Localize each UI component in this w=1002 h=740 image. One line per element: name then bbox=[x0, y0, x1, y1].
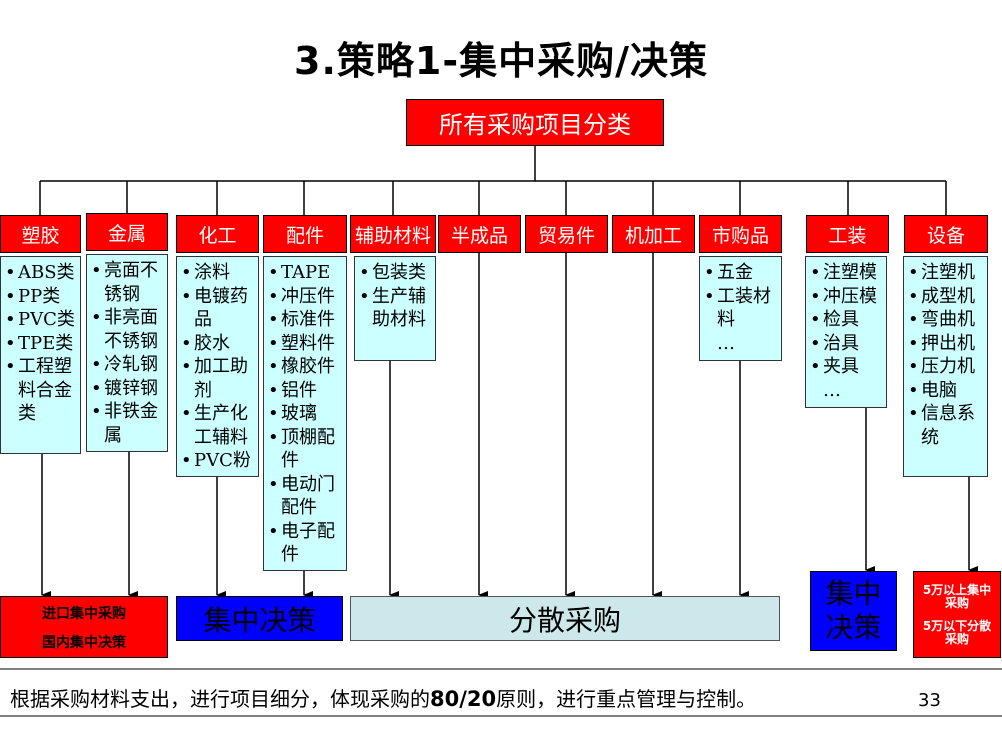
list-item: 塑料件 bbox=[268, 332, 343, 356]
list-item: 玻璃 bbox=[268, 402, 343, 426]
items-metal: 亮面不锈钢 非亮面不锈钢 冷轧钢 镀锌钢 非铁金属 bbox=[86, 254, 168, 452]
list-item: 非亮面不锈钢 bbox=[91, 306, 164, 353]
list-item: PVC类 bbox=[5, 308, 77, 332]
ellipsis-text: … bbox=[823, 379, 841, 401]
list-item: 生产化工辅料 bbox=[181, 402, 255, 449]
list-item: 电子配件 bbox=[268, 520, 343, 567]
outcome-import-domestic-box: 进口集中采购 国内集中决策 bbox=[0, 596, 168, 658]
list-item: 冲压件 bbox=[268, 285, 343, 309]
items-tooling: 注塑模 冲压模 检具 治具 夹具 … bbox=[805, 256, 887, 408]
list-item: 镀锌钢 bbox=[91, 377, 164, 401]
outcome-equip-above: 5万以上集中采购 bbox=[922, 582, 992, 610]
list-item: 胶水 bbox=[181, 332, 255, 356]
list-item: 生产辅助材料 bbox=[359, 285, 432, 332]
list-item: 押出机 bbox=[908, 332, 984, 356]
footer-text-bold: 80/20 bbox=[430, 687, 497, 711]
list-item: 非铁金属 bbox=[91, 400, 164, 447]
list-item: 涂料 bbox=[181, 261, 255, 285]
outcome-central-decision: 集中决策 bbox=[176, 596, 343, 641]
list-item: 注塑模 bbox=[810, 261, 883, 285]
category-plastic: 塑胶 bbox=[0, 215, 81, 253]
list-item: ABS类 bbox=[5, 261, 77, 285]
list-item: 注塑机 bbox=[908, 261, 984, 285]
footer-text-after: 原则，进行重点管理与控制。 bbox=[496, 687, 757, 711]
page-title: 3.策略1-集中采购/决策 bbox=[294, 39, 708, 83]
root-category-box: 所有采购项目分类 bbox=[406, 99, 664, 146]
list-item: 电动门配件 bbox=[268, 473, 343, 520]
items-chemical: 涂料 电镀药品 胶水 加工助剂 生产化工辅料 PVC粉 bbox=[176, 256, 259, 477]
list-item: 铝件 bbox=[268, 379, 343, 403]
list-item: 顶棚配件 bbox=[268, 426, 343, 473]
list-item: 冲压模 bbox=[810, 285, 883, 309]
list-item: 夹具 bbox=[810, 355, 883, 379]
list-item: PVC粉 bbox=[181, 449, 255, 473]
category-tooling: 工装 bbox=[806, 215, 889, 253]
list-item: 加工助剂 bbox=[181, 355, 255, 402]
list-item: TAPE bbox=[268, 261, 343, 285]
category-equipment: 设备 bbox=[904, 215, 988, 253]
category-machining: 机加工 bbox=[612, 215, 695, 253]
list-item: 电脑 bbox=[908, 379, 984, 403]
category-metal: 金属 bbox=[86, 213, 168, 251]
list-item: TPE类 bbox=[5, 332, 77, 356]
list-item: 冷轧钢 bbox=[91, 353, 164, 377]
list-item: PP类 bbox=[5, 285, 77, 309]
list-item: 弯曲机 bbox=[908, 308, 984, 332]
items-purchased: 五金 工装材料 … bbox=[699, 256, 782, 361]
outcome-tooling-central-decision: 集中决策 bbox=[810, 571, 897, 651]
list-item: 包装类 bbox=[359, 261, 432, 285]
category-trade-parts: 贸易件 bbox=[525, 215, 608, 253]
list-item: 信息系统 bbox=[908, 402, 984, 449]
list-item: 压力机 bbox=[908, 355, 984, 379]
outcome-equip-below: 5万以下分散采购 bbox=[922, 618, 992, 646]
list-item: 检具 bbox=[810, 308, 883, 332]
list-item: 标准件 bbox=[268, 308, 343, 332]
list-item: 工装材料 bbox=[704, 285, 778, 332]
footer-text-before: 根据采购材料支出，进行项目细分，体现采购的 bbox=[10, 687, 430, 711]
category-semi-finished: 半成品 bbox=[438, 215, 521, 253]
footer-note: 根据采购材料支出，进行项目细分，体现采购的80/20原则，进行重点管理与控制。 bbox=[10, 683, 756, 712]
items-parts: TAPE 冲压件 标准件 塑料件 橡胶件 铝件 玻璃 顶棚配件 电动门配件 电子… bbox=[263, 256, 347, 571]
list-item: 橡胶件 bbox=[268, 355, 343, 379]
outcome-domestic-central: 国内集中决策 bbox=[42, 634, 126, 651]
items-auxiliary: 包装类 生产辅助材料 bbox=[354, 256, 436, 361]
ellipsis-text: … bbox=[717, 332, 735, 354]
list-item: 工程塑料合金类 bbox=[5, 355, 77, 426]
category-chemical: 化工 bbox=[176, 215, 259, 253]
list-item: 成型机 bbox=[908, 285, 984, 309]
list-item: 五金 bbox=[704, 261, 778, 285]
list-item: 亮面不锈钢 bbox=[91, 259, 164, 306]
outcome-import-central: 进口集中采购 bbox=[42, 605, 126, 622]
page-number: 33 bbox=[918, 690, 941, 711]
outcome-distributed-purchasing: 分散采购 bbox=[350, 596, 780, 641]
items-plastic: ABS类 PP类 PVC类 TPE类 工程塑料合金类 bbox=[0, 256, 81, 454]
category-purchased: 市购品 bbox=[699, 215, 782, 253]
category-auxiliary: 辅助材料 bbox=[350, 215, 436, 253]
list-item: 电镀药品 bbox=[181, 285, 255, 332]
list-item: 治具 bbox=[810, 332, 883, 356]
category-parts: 配件 bbox=[263, 215, 347, 253]
items-equipment: 注塑机 成型机 弯曲机 押出机 压力机 电脑 信息系统 bbox=[903, 256, 988, 477]
outcome-equipment-box: 5万以上集中采购 5万以下分散采购 bbox=[913, 571, 1001, 658]
